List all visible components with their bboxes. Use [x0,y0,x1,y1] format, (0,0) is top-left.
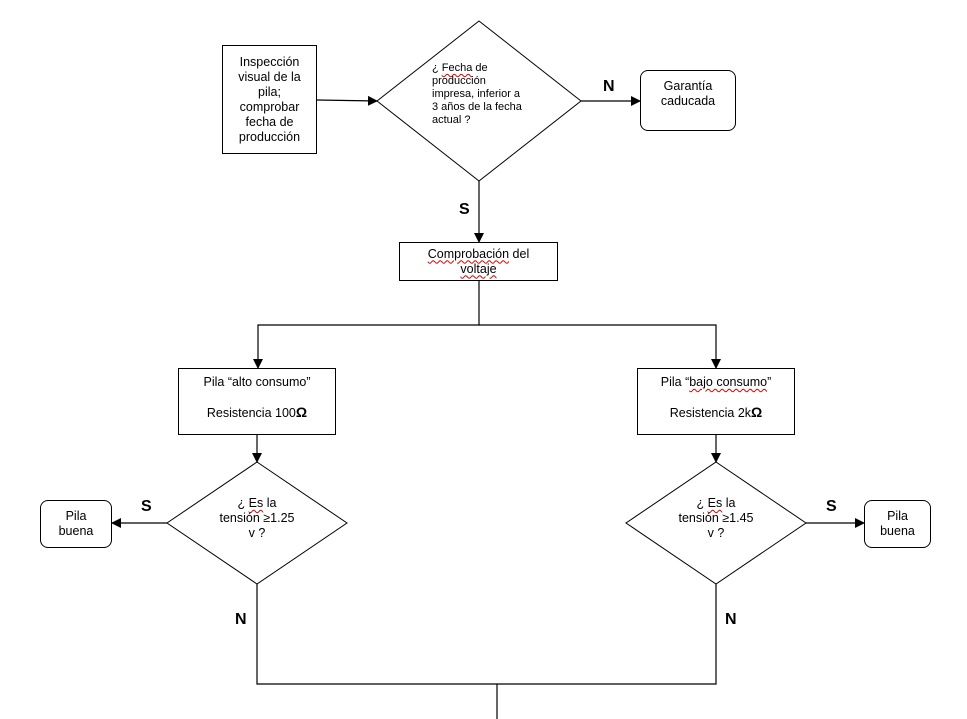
split-line [253,281,480,369]
tension-high-l1-word: Es [248,496,264,510]
inspection-line-6: producción [238,129,301,144]
split-line-right [479,324,721,369]
inspection-line-2: visual de la [238,69,301,84]
good-battery-right-box: Pila buena [864,500,931,548]
date-check-l4: 3 años de la fecha [432,101,522,113]
tension-low-l1-post: la [722,496,736,510]
good-battery-left-box: Pila buena [40,500,112,548]
inspection-line-5: fecha de [245,114,294,129]
date-check-l5: actual ? [432,114,471,126]
good-left-line-1: Pila [65,509,87,523]
good-right-line-2: buena [880,524,915,538]
voltage-l1-post: del [509,246,530,261]
tension-low-l2: tensión ≥1.45 [678,511,754,525]
date-check-l1-word: Fecha [441,62,473,74]
date-check-l1-pre: ¿ [432,62,442,74]
high-consumption-box: Pila “alto consumo” Resistencia 100Ω [178,368,336,435]
low-resistance: Resistencia 2k [669,406,752,420]
warranty-expired-box: Garantía caducada [640,70,736,131]
inspection-line-4: comprobar [239,99,300,114]
tension-high-l3: v ? [248,526,266,540]
tension-low-l3: v ? [707,526,725,540]
tension-high-text: ¿ Es la tensión ≥1.25 v ? [197,496,317,541]
low-title-pre: Pila “ [660,375,690,389]
arrow-inspection-to-date-check [316,95,378,106]
tension-high-l2: tensión ≥1.25 [219,511,295,525]
warranty-line-2: caducada [660,94,716,108]
warranty-line-1: Garantía [663,79,713,93]
high-title: Pila “alto consumo” [203,375,311,389]
voltage-l2-word: voltaje [460,261,497,276]
voltage-l1-word: Comprobación [427,246,510,261]
tension-low-l1-word: Es [707,496,723,510]
inspection-box: Inspección visual de la pila; comprobar … [222,45,317,154]
good-right-line-1: Pila [887,509,908,523]
low-consumption-box: Pila “bajo consumo” Resistencia 2kΩ [637,368,795,435]
low-unit: Ω [751,404,763,420]
voltage-check-box: Comprobación del voltaje [399,242,558,281]
date-check-l1-post: de [472,62,488,74]
good-left-line-2: buena [58,524,94,538]
label-low-yes: S [826,498,837,515]
label-high-no: N [235,611,247,628]
date-check-l3: impresa, inferior a [432,88,521,100]
inspection-line-3: pila; [258,84,281,99]
tension-low-text: ¿ Es la tensión ≥1.45 v ? [656,496,776,541]
inspection-line-1: Inspección [239,54,300,69]
tension-low-l1-pre: ¿ [696,496,708,510]
tension-high-l1-pre: ¿ [237,496,249,510]
date-check-l2: producción [432,75,486,87]
high-unit: Ω [295,404,308,420]
label-date-yes: S [459,201,470,218]
label-date-no: N [603,78,615,95]
high-resistance: Resistencia 100 [206,406,296,420]
no-branch-merge [256,584,717,685]
date-check-text: ¿ Fecha de producción impresa, inferior … [432,62,542,127]
label-high-yes: S [141,498,152,515]
label-low-no: N [725,611,737,628]
low-title-word: bajo consumo [689,375,768,389]
low-title-post: ” [767,375,772,389]
tension-high-l1-post: la [263,496,277,510]
